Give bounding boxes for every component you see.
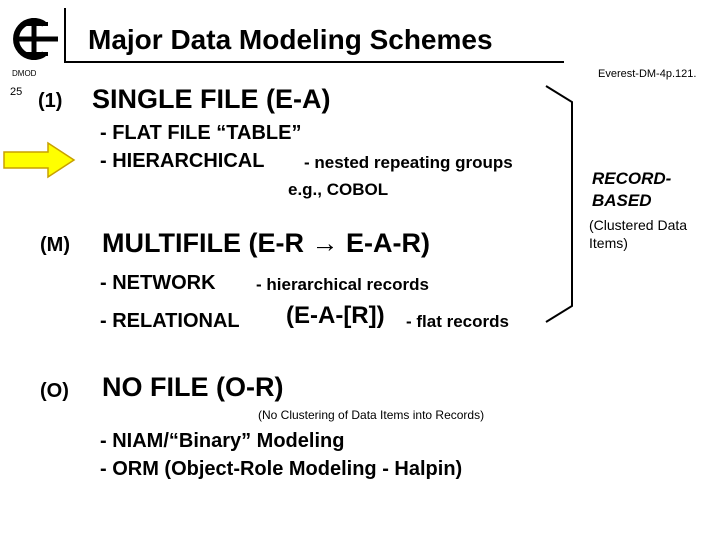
section-m-heading: MULTIFILE (E-R → E-A-R) [102,228,430,258]
section-m-item-relational: - RELATIONAL [100,310,240,332]
section-1-heading: SINGLE FILE (E-A) [92,84,331,114]
logo-icon [13,18,58,60]
slide-title: Major Data Modeling Schemes [88,24,493,55]
section-1-item-hierarchical: - HIERARCHICAL [100,150,265,172]
side-label-record-based: RECORD-BASED [592,169,672,210]
reference-text: Everest-DM-4p.121. [598,68,697,80]
section-o-marker: (O) [40,380,69,402]
section-1-item-flat-file: - FLAT FILE “TABLE” [100,122,302,144]
section-1-item-hierarchical-note: - nested repeating groups [304,153,513,172]
section-m-item-network-note: - hierarchical records [256,275,429,294]
section-1-marker: (1) [38,90,63,112]
header-vertical-rule [64,8,66,63]
section-m-item-relational-note: - flat records [406,312,509,331]
side-label-clustered: (Clustered Data Items) [589,217,688,251]
yellow-arrow-icon [3,141,76,179]
section-m-marker: (M) [40,234,70,256]
section-o-heading: NO FILE (O-R) [102,372,284,402]
section-m-item-relational-notation: (E-A-[R]) [286,302,385,329]
record-based-bracket [545,85,573,323]
header-horizontal-rule [64,61,564,63]
slide-tag: DMOD [12,69,37,78]
section-o-item-orm: - ORM (Object-Role Modeling - Halpin) [100,458,463,480]
section-o-item-niam: - NIAM/“Binary” Modeling [100,430,345,452]
section-1-example: e.g., COBOL [288,180,389,199]
page-number: 25 [10,86,23,98]
section-o-subnote: (No Clustering of Data Items into Record… [258,408,485,422]
section-m-item-network: - NETWORK [100,272,216,294]
